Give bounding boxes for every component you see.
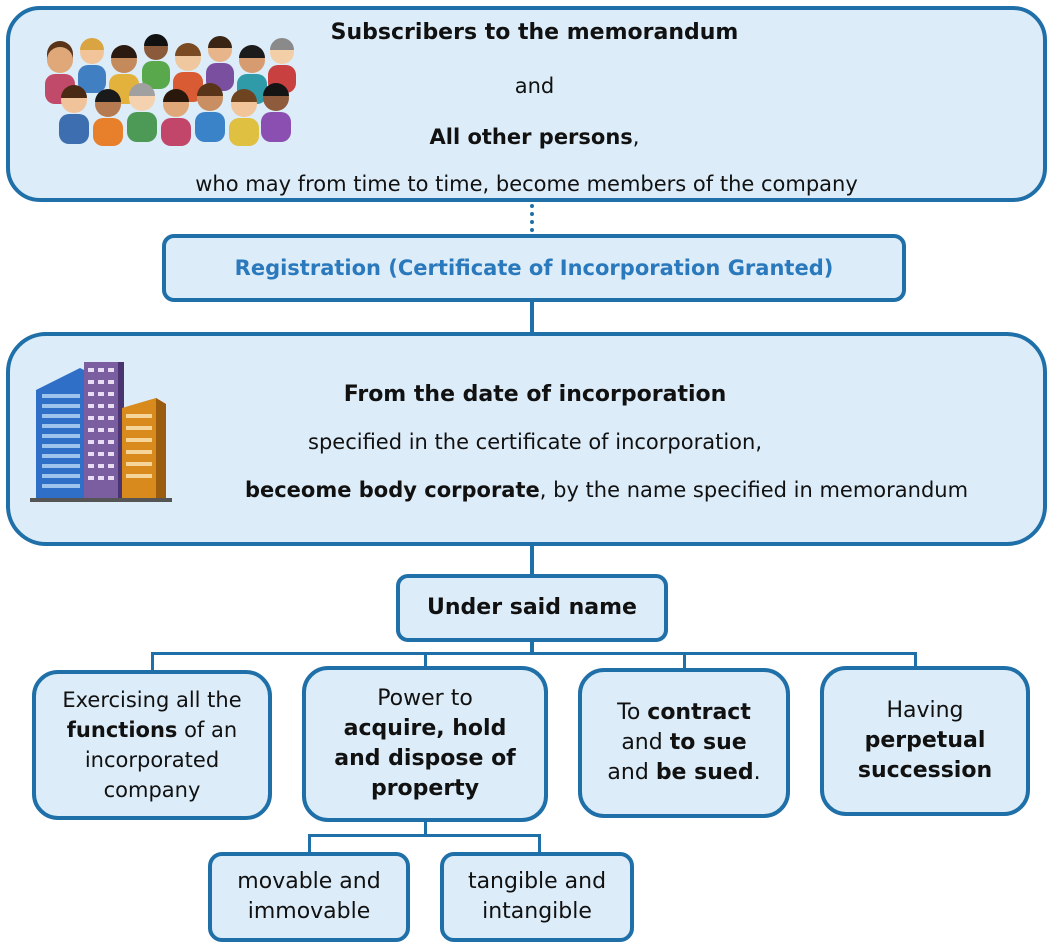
all-other-persons-line: All other persons, <box>260 125 809 149</box>
registration-label: Registration (Certificate of Incorporati… <box>234 256 834 280</box>
body-corporate-rest: , by the name specified in memorandum <box>539 478 969 502</box>
movable-line2: immovable <box>247 899 371 924</box>
functions-line2: functions of an <box>36 715 268 745</box>
buildings-icon <box>30 362 172 502</box>
incorporation-box: From the date of incorporation specified… <box>6 332 1047 546</box>
contract-line3: and be sued. <box>582 758 786 788</box>
tangible-line1: tangible and <box>467 869 607 894</box>
succession-line2: perpetual <box>864 728 986 753</box>
drop-functions <box>151 652 154 672</box>
contract-box: To contract and to sue and be sued. <box>578 668 790 818</box>
contract-line2: and to sue <box>582 728 786 758</box>
functions-bold: functions <box>66 718 178 742</box>
under-said-name-label: Under said name <box>427 595 637 620</box>
property-line1: Power to <box>377 686 473 711</box>
drop-succession <box>914 652 917 668</box>
connector-name-to-bus <box>530 640 534 654</box>
people-crowd-icon <box>45 34 296 146</box>
contract-period: . <box>753 760 761 785</box>
under-said-name-box: Under said name <box>396 574 668 642</box>
property-line4: property <box>370 776 480 801</box>
members-description: who may from time to time, become member… <box>195 172 858 196</box>
drop-contract <box>683 652 686 670</box>
and-text: and <box>514 74 555 98</box>
succession-line3: succession <box>857 758 993 783</box>
dotted-connector <box>530 196 534 232</box>
members-box: Subscribers to the memorandum and All ot… <box>6 6 1047 202</box>
functions-line1: Exercising all the <box>62 688 242 712</box>
drop-property <box>424 652 427 668</box>
functions-line4: company <box>103 778 201 802</box>
connector-registration-to-incorporation <box>530 300 534 334</box>
property-power-box: Power to acquire, hold and dispose of pr… <box>302 666 548 822</box>
drop-tangible <box>538 834 541 854</box>
be-sued-bold: be sued <box>655 760 754 785</box>
succession-line1: Having <box>886 698 964 723</box>
property-bus <box>308 834 541 837</box>
functions-of-an: of an <box>177 718 238 742</box>
connector-property-stem <box>424 820 427 836</box>
property-line2: acquire, hold <box>343 716 507 741</box>
functions-line3: incorporated <box>84 748 220 772</box>
registration-box: Registration (Certificate of Incorporati… <box>162 234 906 302</box>
tangible-line2: intangible <box>482 899 592 924</box>
contract-bold: contract <box>647 700 751 725</box>
movable-line1: movable and <box>237 869 381 894</box>
all-other-persons-bold: All other persons <box>429 125 633 149</box>
movable-box: movable and immovable <box>208 852 410 942</box>
to-sue-bold: to sue <box>669 730 747 755</box>
drop-movable <box>308 834 311 854</box>
contract-and-1: and <box>621 730 670 755</box>
incorporation-heading: From the date of incorporation <box>343 382 727 407</box>
property-line3: and dispose of <box>334 746 516 771</box>
contract-to: To <box>617 700 648 725</box>
connector-incorporation-to-name <box>530 544 534 576</box>
all-other-persons-comma: , <box>632 125 640 149</box>
body-corporate-bold: beceome body corporate <box>244 478 540 502</box>
functions-box: Exercising all the functions of an incor… <box>32 670 272 820</box>
subscribers-heading: Subscribers to the memorandum <box>330 20 739 45</box>
incorporation-specified: specified in the certificate of incorpor… <box>308 430 762 454</box>
contract-and-2: and <box>607 760 656 785</box>
branch-bus <box>151 652 917 655</box>
succession-box: Having perpetual succession <box>820 666 1030 816</box>
body-corporate-line: beceome body corporate, by the name spec… <box>170 478 1043 502</box>
tangible-box: tangible and intangible <box>440 852 634 942</box>
contract-line1: To contract <box>582 698 786 728</box>
